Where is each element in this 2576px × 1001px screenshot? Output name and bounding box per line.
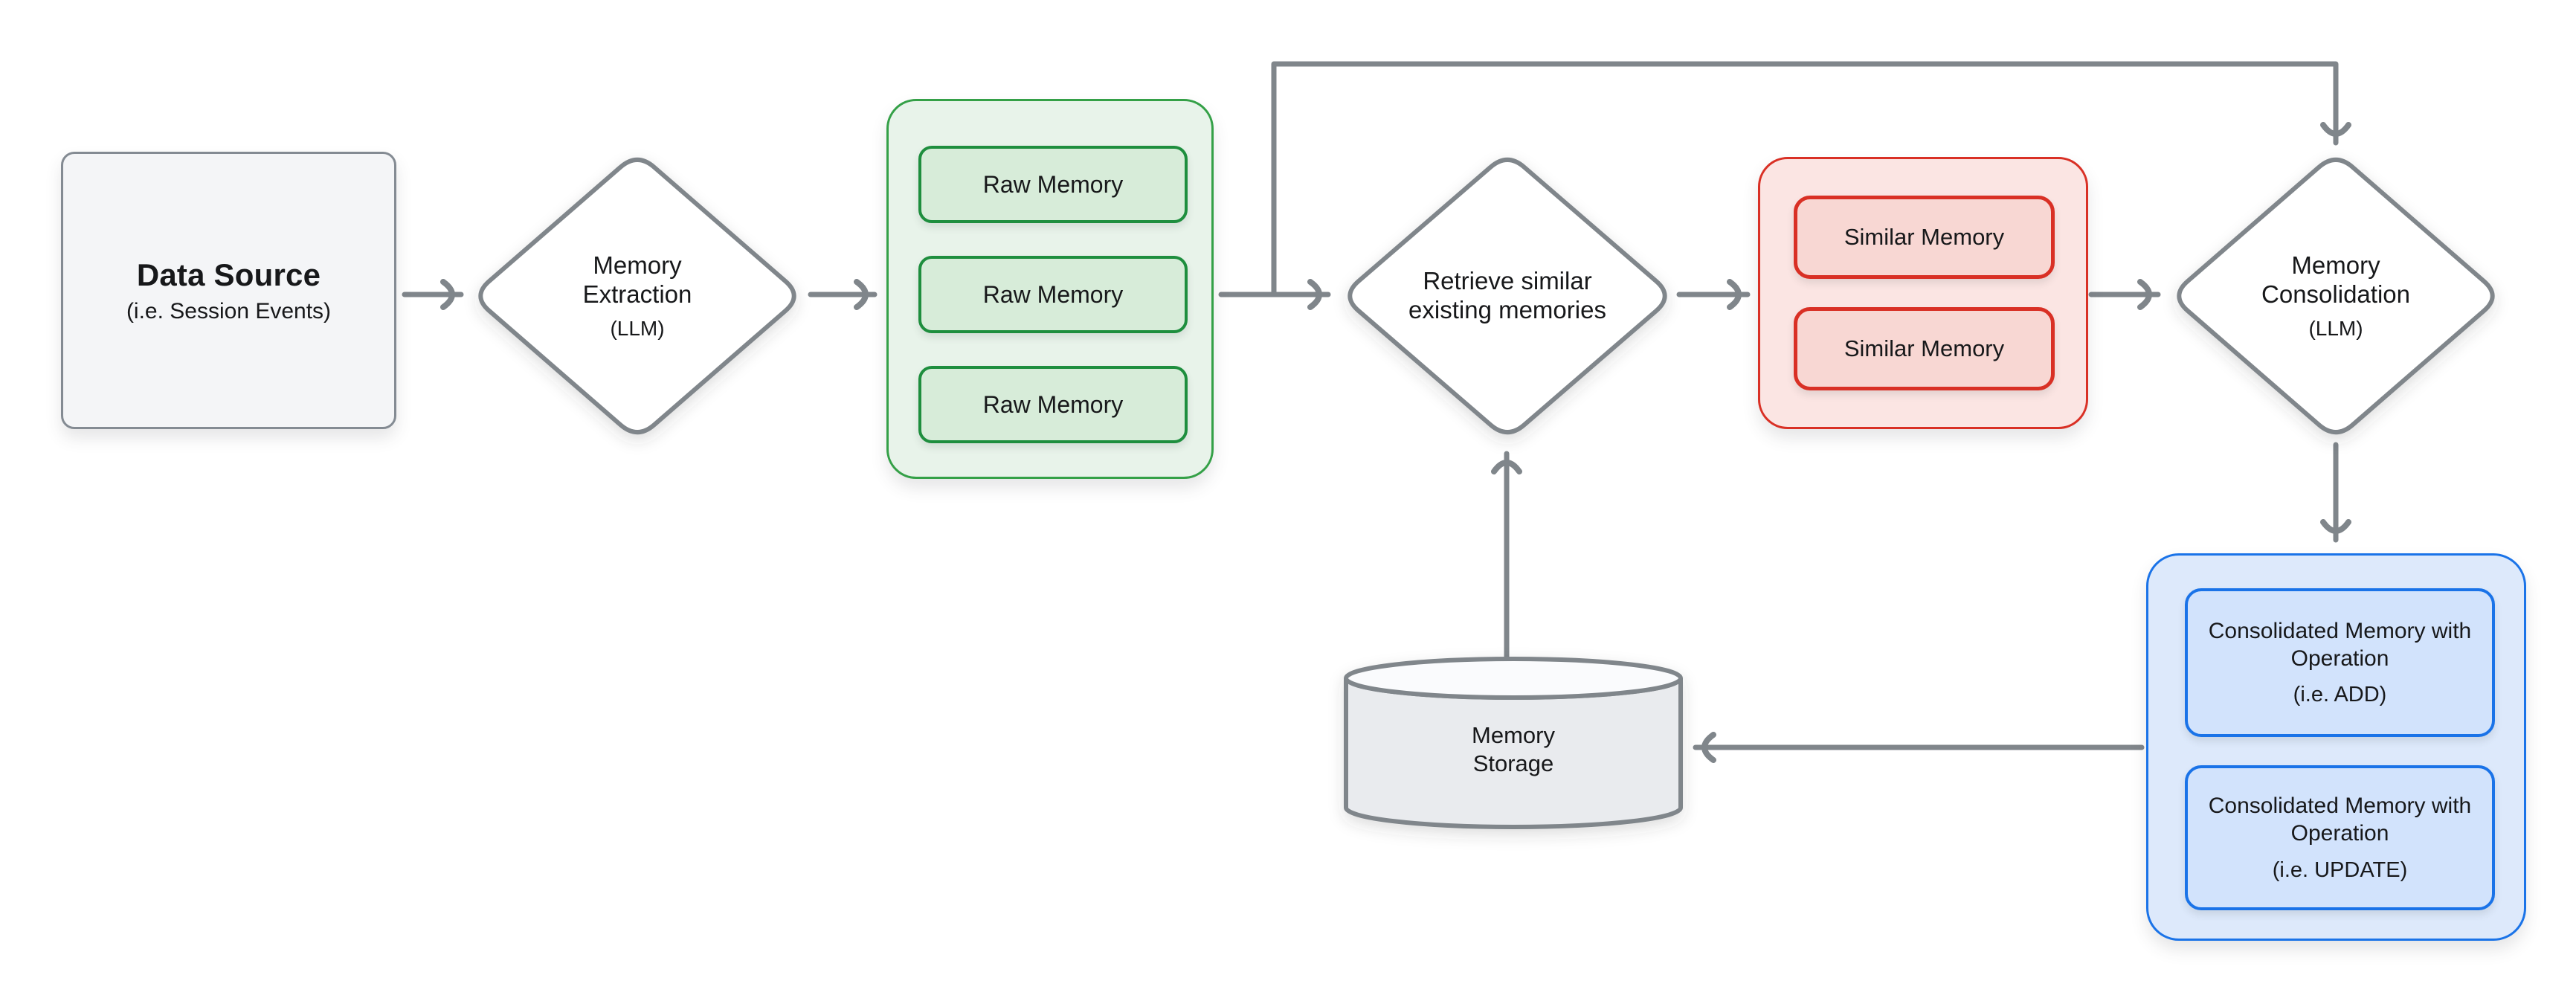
data-source-subtitle: (i.e. Session Events) [126, 298, 332, 324]
raw-memory-chip: Raw Memory [918, 256, 1188, 333]
memory-consolidation-diamond [2177, 157, 2495, 435]
consolidated-memory-group: Consolidated Memory with Operation (i.e.… [2146, 553, 2526, 941]
similar-memory-group: Similar Memory Similar Memory [1758, 157, 2088, 429]
consolidated-memory-chip-update: Consolidated Memory with Operation (i.e.… [2185, 765, 2495, 910]
consolidated-memory-operation: (i.e. UPDATE) [2272, 857, 2408, 882]
raw-memory-label: Raw Memory [982, 170, 1124, 198]
similar-memory-label: Similar Memory [1844, 335, 2005, 361]
similar-memory-chip: Similar Memory [1794, 196, 2055, 279]
memory-storage-cylinder-top [1344, 657, 1683, 700]
raw-memory-chip: Raw Memory [918, 146, 1188, 223]
data-source-title: Data Source [136, 257, 321, 292]
raw-memory-label: Raw Memory [982, 390, 1124, 418]
raw-memory-label: Raw Memory [982, 280, 1124, 308]
raw-memory-chip: Raw Memory [918, 366, 1188, 443]
consolidated-memory-title: Consolidated Memory with Operation [2208, 794, 2472, 846]
raw-memory-group: Raw Memory Raw Memory Raw Memory [886, 99, 1214, 479]
data-source-node: Data Source (i.e. Session Events) [61, 152, 396, 429]
similar-memory-label: Similar Memory [1844, 224, 2005, 250]
similar-memory-chip: Similar Memory [1794, 307, 2055, 390]
consolidated-memory-title: Consolidated Memory with Operation [2208, 618, 2472, 671]
memory-storage-cylinder-body [1344, 677, 1683, 829]
arrow-feedback-raw-memories-to-consolidation [1271, 61, 2351, 296]
consolidated-memory-operation: (i.e. ADD) [2293, 683, 2387, 707]
retrieve-similar-memories-diamond [1347, 157, 1667, 435]
memory-extraction-diamond [478, 157, 796, 435]
consolidated-memory-chip-add: Consolidated Memory with Operation (i.e.… [2185, 588, 2495, 737]
